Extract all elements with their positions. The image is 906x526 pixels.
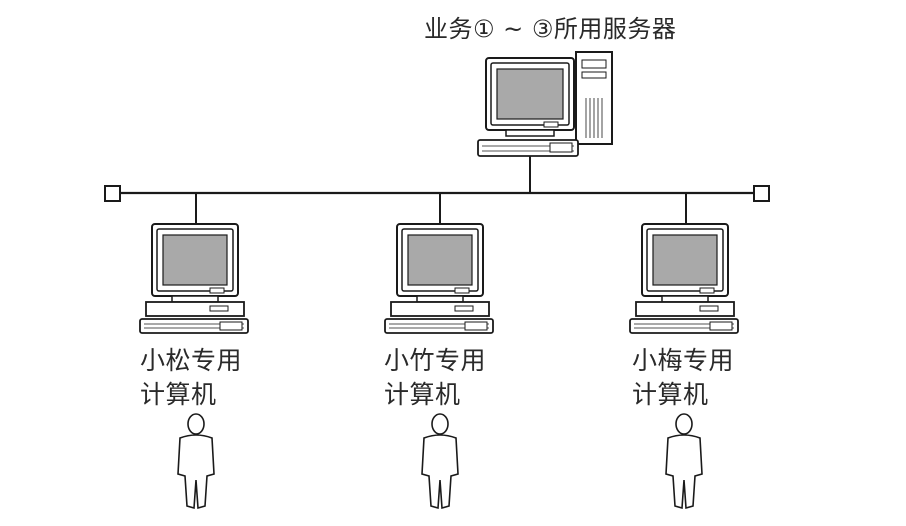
client-label-line1: 小松专用 [140,346,242,376]
desktop-computer-icon-komatsu [140,224,248,333]
person-icon-komatsu [178,414,214,508]
right-terminator-icon [754,186,769,201]
network-bus-line [120,156,754,224]
desktop-computer-icon-kotake [385,224,493,333]
client-label-line1: 小梅专用 [632,346,734,376]
client-label-line2: 计算机 [384,380,461,410]
client-label-line2: 计算机 [632,380,709,410]
server-label: 业务① ~ ③所用服务器 [424,14,676,44]
person-icon-koume [666,414,702,508]
left-terminator-icon [105,186,120,201]
server-computer-icon [478,52,612,156]
person-icon-kotake [422,414,458,508]
desktop-computer-icon-koume [630,224,738,333]
client-label-line2: 计算机 [140,380,217,410]
client-label-line1: 小竹专用 [384,346,486,376]
